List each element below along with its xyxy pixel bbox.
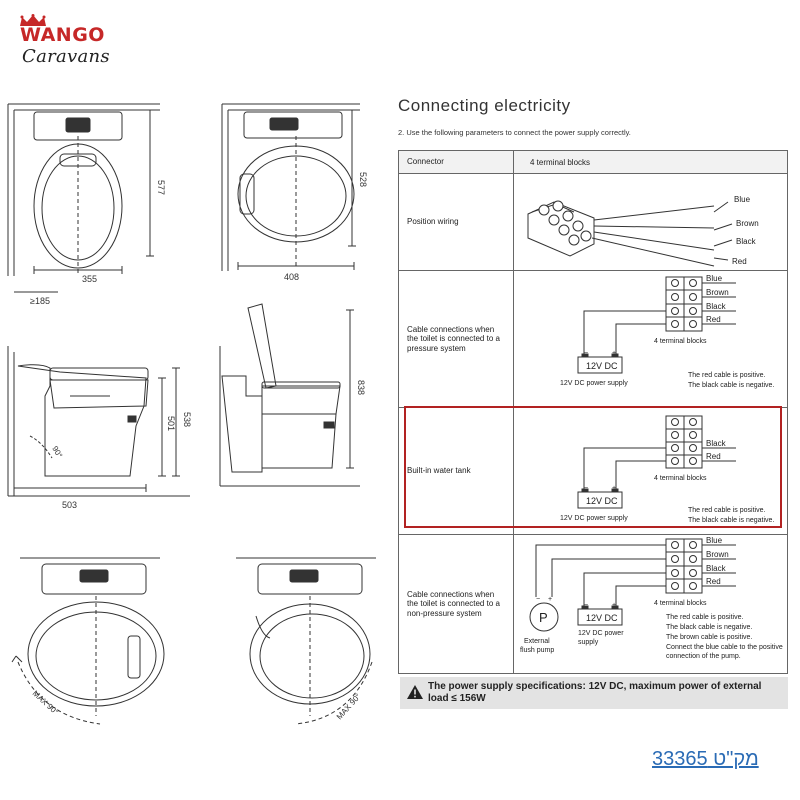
wire-blue: Blue <box>734 195 751 204</box>
dim-185: ≥185 <box>30 296 50 306</box>
sku-link[interactable]: מק"ט 33365 <box>652 748 759 770</box>
drawing-side-view <box>7 346 190 497</box>
wire-red: Red <box>706 452 721 461</box>
wire-red: Red <box>706 577 721 586</box>
drawing-top-view <box>7 103 160 293</box>
row-label-position: Position wiring <box>398 173 514 271</box>
terminal-block-label: 4 terminal blocks <box>654 475 707 482</box>
supply-caption-2: supply <box>578 639 599 646</box>
header-connector: Connector <box>398 150 514 174</box>
svg-text:−: − <box>584 350 588 357</box>
row-label-water-tank: Built-in water tank <box>398 407 514 535</box>
wire-black: Black <box>706 302 727 311</box>
wire-red: Red <box>732 257 747 266</box>
table-row: Cable connections when the toilet is con… <box>398 534 788 674</box>
wire-brown: Brown <box>706 550 729 559</box>
svg-text:−: − <box>536 596 540 603</box>
terminal-block-label: 4 terminal blocks <box>654 600 707 607</box>
dim-max90-left: MAX 90° <box>31 689 61 717</box>
note-black-negative: The black cable is negative. <box>688 517 774 524</box>
note-red-positive: The red cable is positive. <box>666 614 743 621</box>
note-black-negative: The black cable is negative. <box>688 382 774 389</box>
drawing-top-view-rotated <box>221 103 360 271</box>
crown-icon <box>20 14 46 26</box>
header-terminal-blocks: 4 terminal blocks <box>513 150 788 174</box>
table-row: Position wiring <box>398 173 788 271</box>
table-row: Cable connections when the toilet is con… <box>398 270 788 408</box>
dim-577: 577 <box>156 180 166 195</box>
dim-355: 355 <box>82 274 97 284</box>
dim-838: 838 <box>356 380 366 395</box>
wire-black: Black <box>736 237 757 246</box>
supply-caption: 12V DC power supply <box>560 515 628 522</box>
row-label-pressure: Cable connections when the toilet is con… <box>398 270 514 408</box>
logo-line2: Caravans <box>22 46 110 67</box>
dim-528: 528 <box>358 172 368 187</box>
wire-blue: Blue <box>706 274 723 283</box>
supply-label: 12V DC <box>586 361 618 371</box>
dim-503: 503 <box>62 500 77 510</box>
dim-538: 538 <box>182 412 192 427</box>
supply-caption-1: 12V DC power <box>578 630 624 637</box>
note-brown-positive: The brown cable is positive. <box>666 634 752 641</box>
note-blue-pump-1: Connect the blue cable to the positive <box>666 644 783 651</box>
note-red-positive: The red cable is positive. <box>688 372 765 379</box>
power-spec-warning: The power supply specifications: 12V DC,… <box>400 677 788 709</box>
svg-text:−: − <box>584 602 588 609</box>
table-header: Connector 4 terminal blocks <box>398 150 788 174</box>
non-pressure-wiring-diagram: − + − + P Blue Brown Black Red 4 termina… <box>520 536 783 660</box>
dim-max90-right: MAX 90° <box>335 692 363 722</box>
svg-text:+: + <box>612 350 616 357</box>
svg-text:+: + <box>612 602 616 609</box>
wire-brown: Brown <box>736 219 759 228</box>
dim-501: 501 <box>166 416 176 431</box>
row-label-non-pressure: Cable connections when the toilet is con… <box>398 534 514 674</box>
svg-text:+: + <box>548 596 552 603</box>
note-black-negative: The black cable is negative. <box>666 624 752 631</box>
dim-90-side: 90° <box>50 445 64 460</box>
note-red-positive: The red cable is positive. <box>688 507 765 514</box>
position-wiring-diagram: Blue Brown Black Red <box>527 195 759 267</box>
warning-text: The power supply specifications: 12V DC,… <box>428 681 762 704</box>
pressure-wiring-diagram: − + Blue Brown Black Red 4 terminal bloc… <box>560 274 774 389</box>
warning-triangle-icon <box>407 685 423 699</box>
dim-408: 408 <box>284 272 299 282</box>
water-tank-wiring-diagram: − + Black Red 4 terminal blocks 12V DC 1… <box>560 415 774 524</box>
supply-label: 12V DC <box>586 613 618 623</box>
svg-text:+: + <box>612 485 616 492</box>
svg-text:−: − <box>584 485 588 492</box>
wiring-table: Connector 4 terminal blocks Position wir… <box>398 150 788 674</box>
wire-black: Black <box>706 564 727 573</box>
brand-logo: WANGO Caravans <box>18 14 148 72</box>
drawing-swivel-left <box>11 557 165 725</box>
terminal-block-label: 4 terminal blocks <box>654 338 707 345</box>
pump-caption-2: flush pump <box>520 647 554 654</box>
wire-red: Red <box>706 315 721 324</box>
table-row: Built-in water tank <box>398 407 788 535</box>
supply-label: 12V DC <box>586 496 618 506</box>
pump-caption-1: External <box>524 638 550 645</box>
drawing-side-view-open <box>219 303 360 487</box>
pump-symbol: P <box>539 610 548 625</box>
logo-line1: WANGO <box>20 24 105 46</box>
dimension-drawings: 577 355 ≥185 528 408 <box>0 96 392 746</box>
wire-black: Black <box>706 439 727 448</box>
section-instruction: 2. Use the following parameters to conne… <box>398 128 631 137</box>
supply-caption: 12V DC power supply <box>560 380 628 387</box>
section-title: Connecting electricity <box>398 96 571 115</box>
wire-blue: Blue <box>706 536 723 545</box>
note-blue-pump-2: connection of the pump. <box>666 653 741 660</box>
wire-brown: Brown <box>706 288 729 297</box>
drawing-swivel-right <box>236 557 376 725</box>
